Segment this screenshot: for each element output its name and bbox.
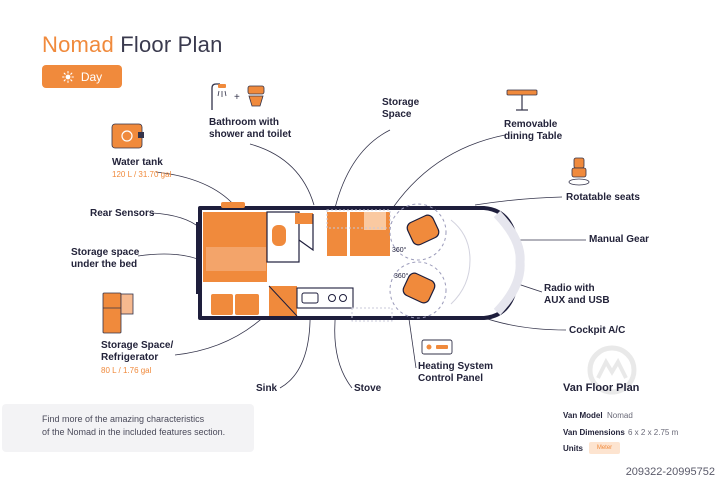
title-rest: Floor Plan (120, 32, 223, 57)
title-accent: Nomad (42, 32, 114, 57)
label-stove: Stove (354, 383, 382, 394)
fridge-icon (102, 292, 134, 334)
label-rotatable-seats: Rotatable seats (566, 192, 640, 203)
label-water-tank: Water tank (112, 157, 163, 168)
label-dining-table: Removable dining Table (504, 119, 563, 142)
features-info-box: Find more of the amazing characteristics… (2, 404, 254, 452)
spec-dimensions-value: 6 x 2 x 2.75 m (628, 428, 679, 437)
table-icon (506, 89, 538, 111)
label-manual-gear: Manual Gear (589, 234, 650, 245)
watermark-logo (587, 345, 637, 395)
units-toggle[interactable]: Meter (589, 442, 620, 454)
specs-title: Van Floor Plan (563, 382, 640, 394)
spec-model-label: Van Model (563, 411, 603, 420)
spec-model-value: Nomad (607, 411, 633, 420)
rotation-label-bottom: 360° (394, 272, 409, 280)
heating-panel-icon (421, 339, 453, 355)
plus-icon: + (234, 92, 240, 103)
label-storage-fridge: Storage Space/ Refrigerator (101, 340, 174, 363)
day-mode-label: Day (80, 69, 103, 84)
label-sink: Sink (256, 383, 278, 394)
label-storage-under-bed: Storage space under the bed (71, 247, 140, 270)
fridge-capacity: 80 L / 1.76 gal (101, 366, 152, 375)
seat-icon (568, 157, 590, 186)
label-bathroom: Bathroom with shower and toilet (209, 117, 292, 140)
label-cockpit-ac: Cockpit A/C (569, 325, 626, 336)
shower-icon (211, 83, 227, 110)
label-heating: Heating System Control Panel (418, 361, 494, 384)
day-mode-button[interactable]: Day (42, 65, 122, 88)
page-title: Nomad Floor Plan (42, 32, 223, 58)
toilet-icon (247, 85, 265, 107)
watermark-id: 209322-20995752 (625, 466, 715, 478)
sun-icon (61, 70, 74, 83)
label-rear-sensors: Rear Sensors (90, 208, 155, 219)
van-floor-outline (196, 202, 525, 322)
label-storage-space: Storage Space (382, 97, 420, 120)
features-info-text: Find more of the amazing characteristics… (42, 414, 226, 437)
water-tank-capacity: 120 L / 31.70 gal (112, 170, 172, 179)
rotation-label-top: 360° (392, 246, 407, 254)
spec-units-label: Units (563, 444, 583, 453)
label-radio: Radio with AUX and USB (544, 283, 610, 306)
water-tank-icon (111, 123, 144, 149)
spec-dimensions-label: Van Dimensions (563, 428, 625, 437)
